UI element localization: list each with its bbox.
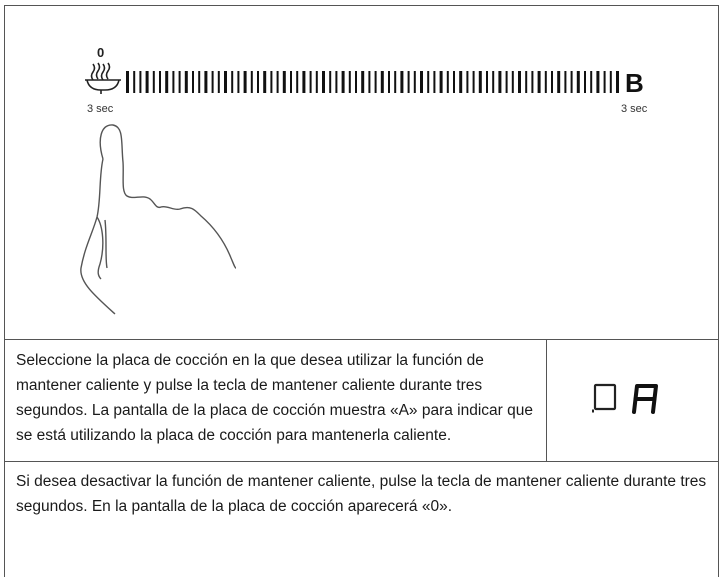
slider-segment	[231, 71, 234, 93]
slider-segment	[400, 71, 404, 93]
slider-segment	[492, 71, 495, 93]
slider-segment	[217, 71, 220, 93]
slider-segment	[145, 71, 149, 93]
slider-segment	[590, 71, 593, 93]
slider-segment	[420, 71, 423, 93]
right-duration-label: 3 sec	[621, 103, 648, 115]
slider-segment	[133, 71, 136, 93]
slider-segment	[388, 71, 390, 93]
slider-segment	[570, 71, 573, 93]
slider-segment	[152, 71, 155, 93]
slider-segment	[498, 71, 502, 93]
power-level-slider[interactable]	[126, 71, 619, 93]
left-duration-label: 3 sec	[87, 103, 114, 115]
zero-label: 0	[97, 45, 104, 60]
keep-warm-icon	[85, 62, 121, 94]
slider-segment	[139, 71, 142, 93]
slider-segment	[172, 71, 175, 93]
cooking-zone-display: A	[548, 340, 718, 462]
slider-segment	[394, 71, 397, 93]
slider-segment	[341, 71, 345, 93]
slider-segment	[551, 71, 553, 93]
slider-segment	[433, 71, 436, 93]
slider-segment	[270, 71, 273, 93]
slider-segment	[380, 71, 384, 93]
slider-segment	[165, 71, 169, 93]
slider-segment	[257, 71, 259, 93]
slider-segment	[407, 71, 410, 93]
slider-segment	[453, 71, 455, 93]
slider-segment	[511, 71, 514, 93]
slider-segment	[427, 71, 430, 93]
instruction-table: 0 B 3 sec 3 sec	[4, 5, 719, 577]
slider-segment	[537, 71, 541, 93]
slider-segment	[276, 71, 279, 93]
slider-segment	[296, 71, 299, 93]
slider-segment	[198, 71, 201, 93]
slider-segment	[446, 71, 449, 93]
slider-segment	[335, 71, 338, 93]
slider-segment	[302, 71, 306, 93]
slider-segment	[486, 71, 488, 93]
slider-segment	[564, 71, 567, 93]
slider-segment	[159, 71, 161, 93]
slider-segment	[459, 71, 463, 93]
slider-segment	[355, 71, 357, 93]
slider-segment	[466, 71, 469, 93]
slider-segment	[557, 71, 561, 93]
slider-segment	[505, 71, 508, 93]
step-1-text: Seleccione la placa de cocción en la que…	[5, 340, 547, 462]
slider-segment	[603, 71, 606, 93]
step-2-row: Si desea desactivar la función de manten…	[5, 462, 718, 582]
slider-segment	[237, 71, 240, 93]
slider-segment	[616, 71, 619, 93]
slider-segment	[609, 71, 612, 93]
slider-segment	[192, 71, 194, 93]
slider-segment	[263, 71, 267, 93]
slider-segment	[348, 71, 351, 93]
slider-segment	[224, 71, 227, 93]
slider-segment	[184, 71, 188, 93]
pressing-hand-icon	[80, 124, 237, 315]
slider-segment	[361, 71, 365, 93]
slider-segment	[178, 71, 181, 93]
end-letter-b: B	[625, 68, 644, 98]
step-2-text: Si desea desactivar la función de manten…	[16, 473, 707, 515]
slider-segment	[531, 71, 534, 93]
slider-segment	[584, 71, 586, 93]
slider-segment	[329, 71, 332, 93]
slider-segment	[309, 71, 312, 93]
display-letter: A	[548, 340, 549, 341]
slider-segment	[596, 71, 600, 93]
display-letter-a-icon	[632, 384, 658, 414]
slider-segment	[439, 71, 443, 93]
step-1-row: Seleccione la placa de cocción en la que…	[5, 339, 718, 462]
slider-segment	[374, 71, 377, 93]
slider-segment	[368, 71, 371, 93]
cooking-zone-display-icon	[592, 383, 617, 413]
slider-segment	[525, 71, 528, 93]
slider-segment	[315, 71, 318, 93]
slider-segment	[126, 71, 129, 93]
slider-segment	[478, 71, 482, 93]
slider-segment	[576, 71, 580, 93]
slider-segment	[413, 71, 416, 93]
slider-segment	[518, 71, 521, 93]
slider-segment	[250, 71, 253, 93]
slider-segment	[282, 71, 286, 93]
slider-segment	[243, 71, 247, 93]
slider-segment	[211, 71, 214, 93]
slider-segment	[204, 71, 208, 93]
slider-segment	[290, 71, 292, 93]
slider-segment	[544, 71, 547, 93]
slider-segment	[322, 71, 325, 93]
slider-segment	[472, 71, 475, 93]
control-panel-illustration: 0 B 3 sec 3 sec	[5, 6, 718, 339]
